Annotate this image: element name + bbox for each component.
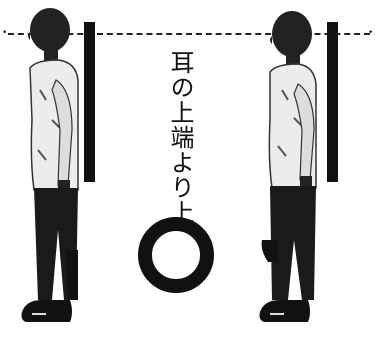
ear-top-guide-line [8,33,370,35]
standing-person-right [259,11,317,322]
guide-line-left-end-mark: • [2,28,8,38]
circle-ok-mark-icon [138,217,214,293]
caption-text: 耳の上端より上 [166,50,194,225]
guide-line-right-end-mark: • [368,28,374,38]
measuring-post-right [327,22,338,182]
measuring-post-left [84,22,95,182]
standing-person-left [21,8,79,322]
